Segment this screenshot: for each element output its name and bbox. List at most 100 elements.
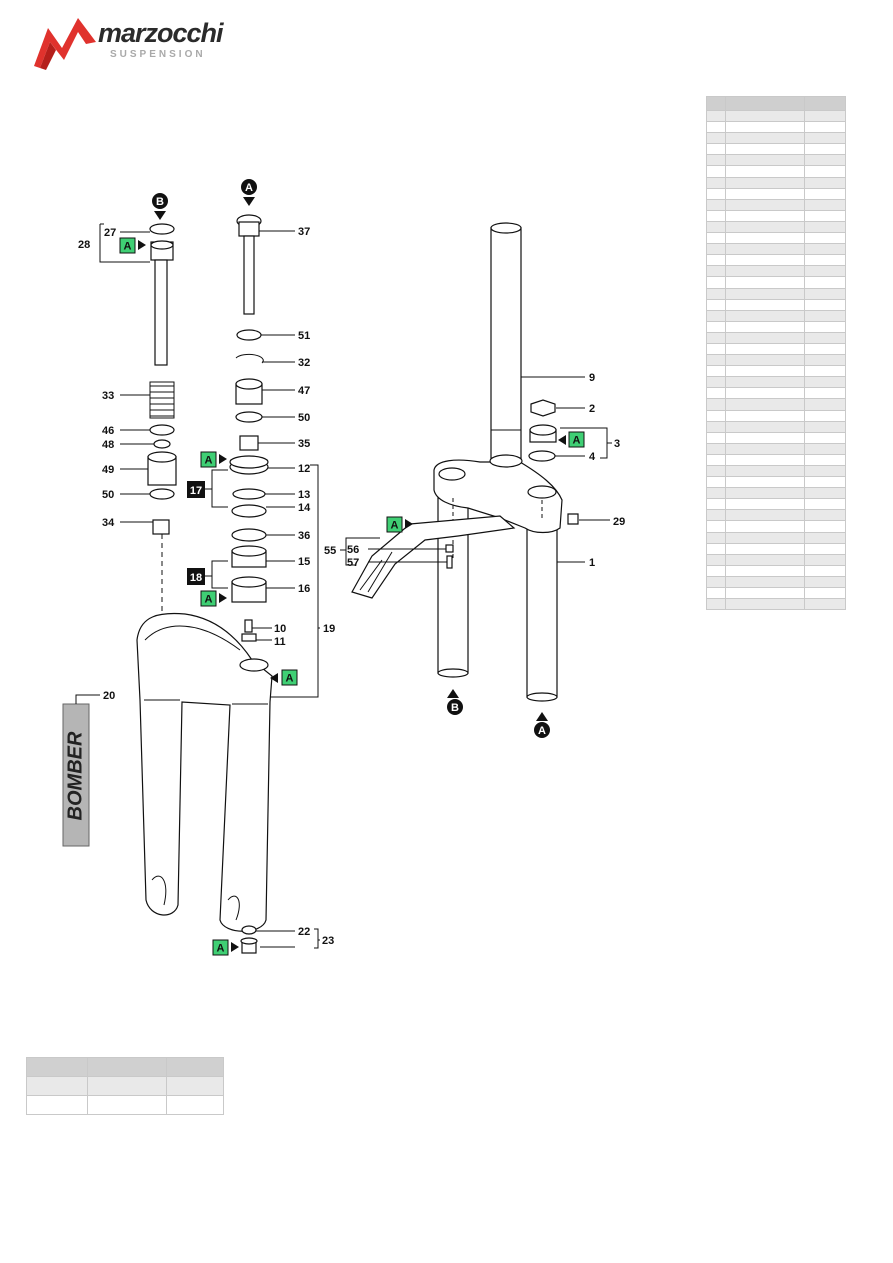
svg-text:A: A — [205, 594, 213, 606]
crown — [433, 454, 563, 560]
parts-table-row-cell — [706, 265, 726, 278]
parts-table-row — [706, 109, 846, 123]
parts-table-row-cell — [706, 165, 726, 178]
legend-table — [26, 1057, 224, 1115]
parts-table-row-cell — [804, 431, 846, 444]
parts-table-row-cell — [706, 420, 726, 433]
part-46-washer — [149, 424, 175, 436]
parts-table-row — [706, 509, 846, 522]
parts-table-row-cell — [706, 520, 726, 533]
parts-table-row-cell — [725, 542, 805, 555]
parts-table-row-cell — [804, 365, 846, 378]
parts-table-row-cell — [706, 132, 726, 145]
parts-table-row-cell — [706, 198, 726, 211]
label-37: 37 — [298, 226, 310, 238]
parts-table-row-cell — [725, 453, 805, 467]
parts-table-row-cell — [804, 309, 846, 322]
parts-table-row-cell — [804, 176, 846, 189]
parts-table-row-cell — [725, 187, 805, 200]
parts-table-row-cell — [725, 420, 805, 433]
legend-table-row-cell — [87, 1076, 167, 1096]
parts-table-row-cell — [725, 342, 805, 356]
parts-table-row-cell — [706, 320, 726, 333]
parts-table-row-cell — [804, 487, 846, 500]
part-27-ring — [149, 223, 175, 235]
parts-table-row-cell — [804, 276, 846, 289]
label-15: 15 — [298, 556, 310, 568]
brand-name: marzocchi — [98, 18, 224, 48]
label-35: 35 — [298, 438, 310, 450]
a-marker-top: A — [241, 179, 257, 206]
part-28-shaft — [154, 259, 168, 366]
parts-table-row-cell — [725, 376, 805, 389]
part-35-bushing — [239, 435, 259, 451]
parts-table-row-cell — [725, 265, 805, 278]
svg-text:A: A — [573, 435, 581, 447]
parts-table-row-cell — [706, 376, 726, 389]
marzocchi-m-emblem-icon — [34, 18, 96, 70]
parts-table-row-cell — [725, 154, 805, 167]
parts-table-row-cell — [706, 309, 726, 322]
parts-table-row-cell — [706, 254, 726, 267]
parts-table-row-cell — [804, 287, 846, 300]
b-marker-bottom: B — [447, 689, 463, 715]
parts-table-row — [706, 498, 846, 511]
label-55: 55 — [324, 545, 336, 557]
parts-table-row — [706, 320, 846, 333]
parts-table-row — [706, 376, 846, 389]
parts-table-row-cell — [804, 342, 846, 356]
parts-table-row-cell — [804, 209, 846, 222]
label-50-middle: 50 — [298, 412, 310, 424]
parts-table-row-cell — [804, 220, 846, 234]
label-27: 27 — [104, 227, 116, 239]
label-20: 20 — [103, 690, 115, 702]
decal-text: BOMBER — [64, 731, 86, 820]
parts-table-row-cell — [706, 575, 726, 589]
label-36: 36 — [298, 530, 310, 542]
parts-table-row-cell — [804, 587, 846, 600]
parts-table-row-cell — [706, 398, 726, 411]
parts-table-row-cell — [804, 498, 846, 511]
parts-table-row-cell — [706, 453, 726, 467]
parts-table-row-cell — [706, 509, 726, 522]
parts-table-row-cell — [725, 176, 805, 189]
a-marker-label: A — [245, 182, 253, 194]
label-1: 1 — [589, 557, 595, 569]
parts-table-row-cell — [725, 598, 805, 611]
parts-table-row-cell — [725, 121, 805, 134]
part-11-nut — [241, 633, 257, 642]
parts-table-row-cell — [725, 198, 805, 211]
parts-table-row-cell — [725, 165, 805, 178]
parts-table-row-cell — [725, 487, 805, 500]
part-51-washer — [236, 329, 262, 341]
parts-table-row-cell — [725, 387, 805, 400]
parts-table-row-cell — [706, 409, 726, 422]
parts-list-table — [706, 96, 846, 611]
label-16: 16 — [298, 583, 310, 595]
parts-table-row-cell — [706, 531, 726, 544]
svg-text:A: A — [124, 241, 132, 253]
parts-table-row-cell — [706, 176, 726, 189]
parts-table-row-cell — [804, 520, 846, 533]
parts-table-row-cell — [706, 276, 726, 289]
parts-table-row-cell — [725, 587, 805, 600]
a-tag-fender: A — [386, 516, 413, 533]
svg-text:18: 18 — [190, 572, 202, 584]
label-29: 29 — [613, 516, 625, 528]
parts-table-row-cell — [725, 409, 805, 422]
parts-table-row-cell — [725, 143, 805, 156]
parts-table-row-cell — [706, 220, 726, 234]
parts-table-row — [706, 587, 846, 600]
part-32-clip — [235, 353, 264, 364]
parts-table-row-cell — [804, 320, 846, 333]
parts-table-row-cell — [706, 143, 726, 156]
b-marker-label: B — [156, 196, 164, 208]
parts-table-row-cell — [804, 298, 846, 311]
parts-table-row-cell — [804, 476, 846, 489]
parts-table-row-cell — [706, 564, 726, 577]
svg-text:A: A — [217, 943, 225, 955]
parts-table-row-cell — [706, 365, 726, 378]
label-11: 11 — [274, 636, 286, 648]
a-marker-bottom: A — [534, 712, 550, 738]
parts-table-row-cell — [725, 431, 805, 444]
